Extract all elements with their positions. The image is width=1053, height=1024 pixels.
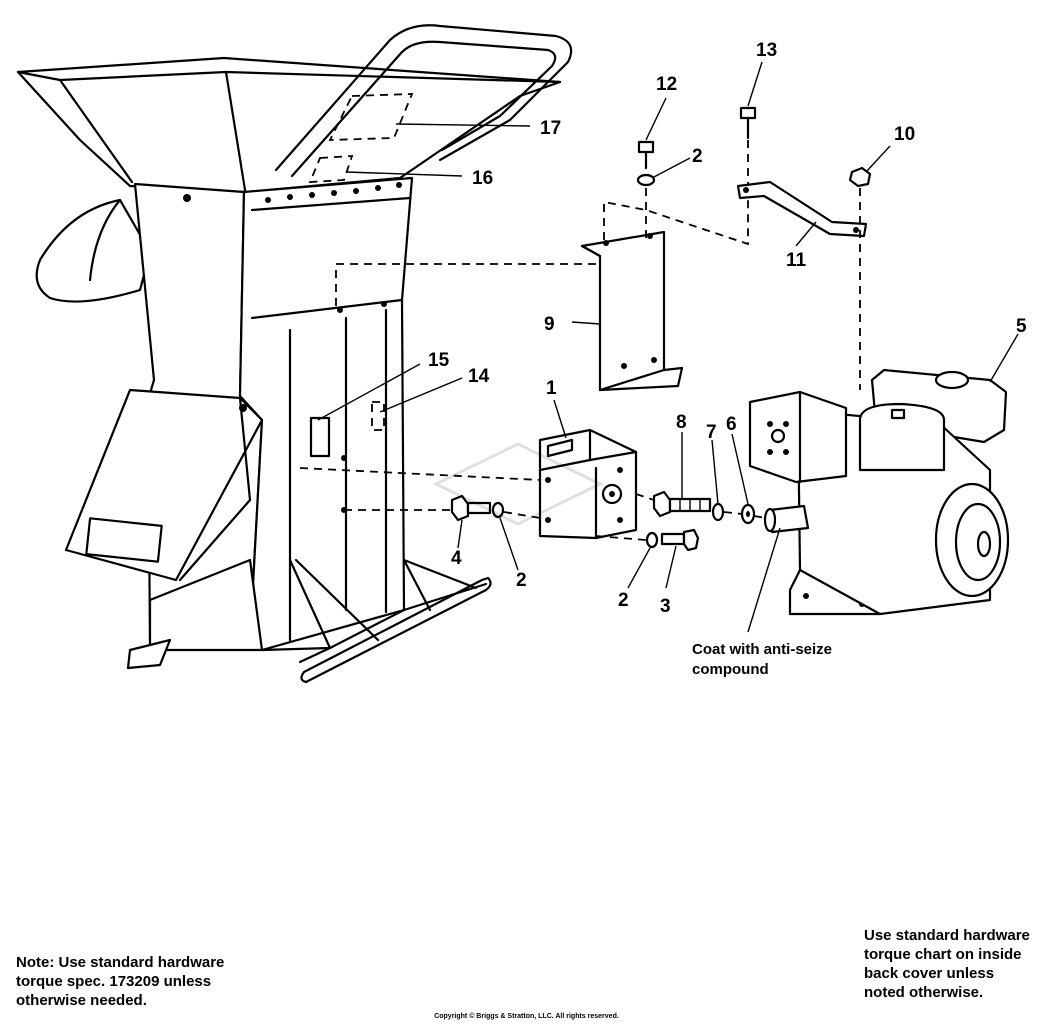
callout-17: 17	[540, 118, 561, 139]
callout-16: 16	[472, 168, 493, 189]
washer-2-top	[636, 173, 656, 187]
callout-12: 12	[656, 74, 677, 95]
torque-note-left: Note: Use standard hardware torque spec.…	[16, 954, 225, 1009]
callout-2-bottom: 2	[618, 590, 629, 611]
bolt-3	[660, 528, 700, 552]
discharge-chute	[35, 198, 152, 303]
bearing-block-1	[538, 428, 638, 540]
shredder-body	[16, 24, 573, 684]
callout-6: 6	[726, 414, 737, 435]
handle-bar	[274, 24, 573, 172]
callout-9: 11	[786, 250, 807, 271]
strap-9	[736, 180, 868, 238]
decal-15	[309, 416, 331, 458]
decal-16	[308, 155, 354, 183]
bracket-11	[580, 230, 684, 392]
torque-note-right: Use standard hardware torque chart on in…	[864, 927, 1030, 1001]
callout-7: 7	[706, 422, 717, 443]
callout-8: 8	[676, 412, 687, 433]
callout-15: 15	[428, 350, 450, 371]
callout-14: 14	[468, 366, 490, 387]
lockwasher-7	[711, 502, 725, 522]
leader-lines	[317, 61, 1019, 633]
callout-11: 9	[544, 314, 555, 335]
callout-13: 13	[756, 40, 777, 61]
bolt-12	[637, 140, 655, 170]
engine-5	[748, 368, 1010, 616]
callout-3: 3	[660, 596, 671, 617]
assembly-lines	[299, 140, 861, 541]
callout-5: 5	[1016, 316, 1027, 337]
watermark-emblem	[432, 442, 604, 526]
callout-1: 1	[546, 378, 557, 399]
anti-seize-note: Coat with anti-seize compound	[692, 641, 836, 678]
nut-10	[848, 166, 872, 188]
callout-2-top: 2	[692, 146, 703, 167]
copyright-notice: Copyright © Briggs & Stratton, LLC. All …	[434, 1013, 619, 1020]
hardware	[450, 106, 872, 552]
bolt-8	[652, 490, 712, 518]
bolt-13	[739, 106, 757, 140]
engine-air-cleaner	[748, 390, 848, 484]
decal-17	[328, 93, 414, 141]
callout-10: 10	[894, 124, 915, 145]
callout-4: 4	[451, 548, 462, 569]
callout-labels: 17 16 9 15 14 1 12 2 13 10 11 5 8 7 6 4 …	[428, 40, 1027, 678]
callout-2-left: 2	[516, 570, 527, 591]
washer-2-bottom	[645, 531, 659, 549]
washer-2-left	[491, 501, 505, 519]
decal-14	[371, 401, 385, 431]
bolt-4	[450, 494, 492, 522]
